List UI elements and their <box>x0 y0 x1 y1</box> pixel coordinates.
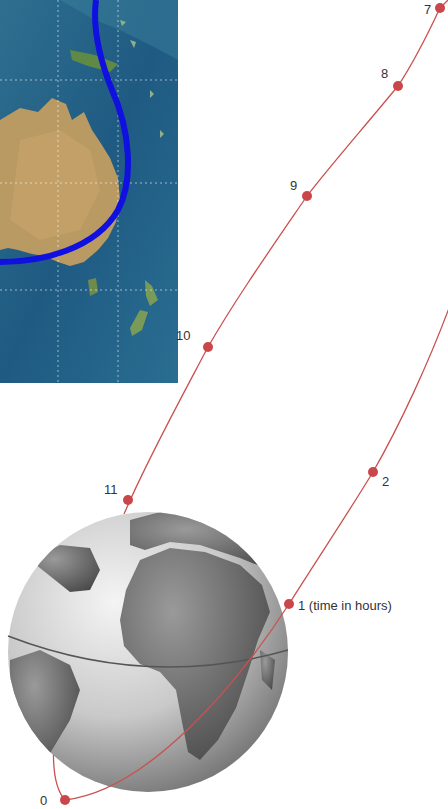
new-zealand <box>130 280 158 336</box>
equator-line <box>8 636 288 667</box>
continents <box>10 512 290 770</box>
earth-globe <box>8 512 290 792</box>
map-islands <box>120 20 164 138</box>
time-label: 11 <box>104 482 118 497</box>
map-shallows <box>60 0 178 60</box>
time-label: 9 <box>290 178 297 193</box>
time-label: 2 <box>382 474 389 489</box>
time-label: 0 <box>40 793 47 808</box>
orbit-path-front <box>65 300 448 800</box>
time-label: 7 <box>424 2 431 17</box>
time-label: 8 <box>381 66 388 81</box>
inset-map <box>0 0 178 383</box>
map-ocean <box>0 0 178 383</box>
time-markers <box>60 3 445 805</box>
australia-landmass <box>0 98 120 266</box>
new-guinea <box>70 50 118 72</box>
ground-track <box>0 0 128 262</box>
orbit-path-back <box>124 0 448 514</box>
time-label: 1 (time in hours) <box>298 598 392 613</box>
map-grid <box>0 0 178 383</box>
tasmania <box>88 278 98 296</box>
map-desert <box>10 130 100 240</box>
time-label: 10 <box>176 328 190 343</box>
